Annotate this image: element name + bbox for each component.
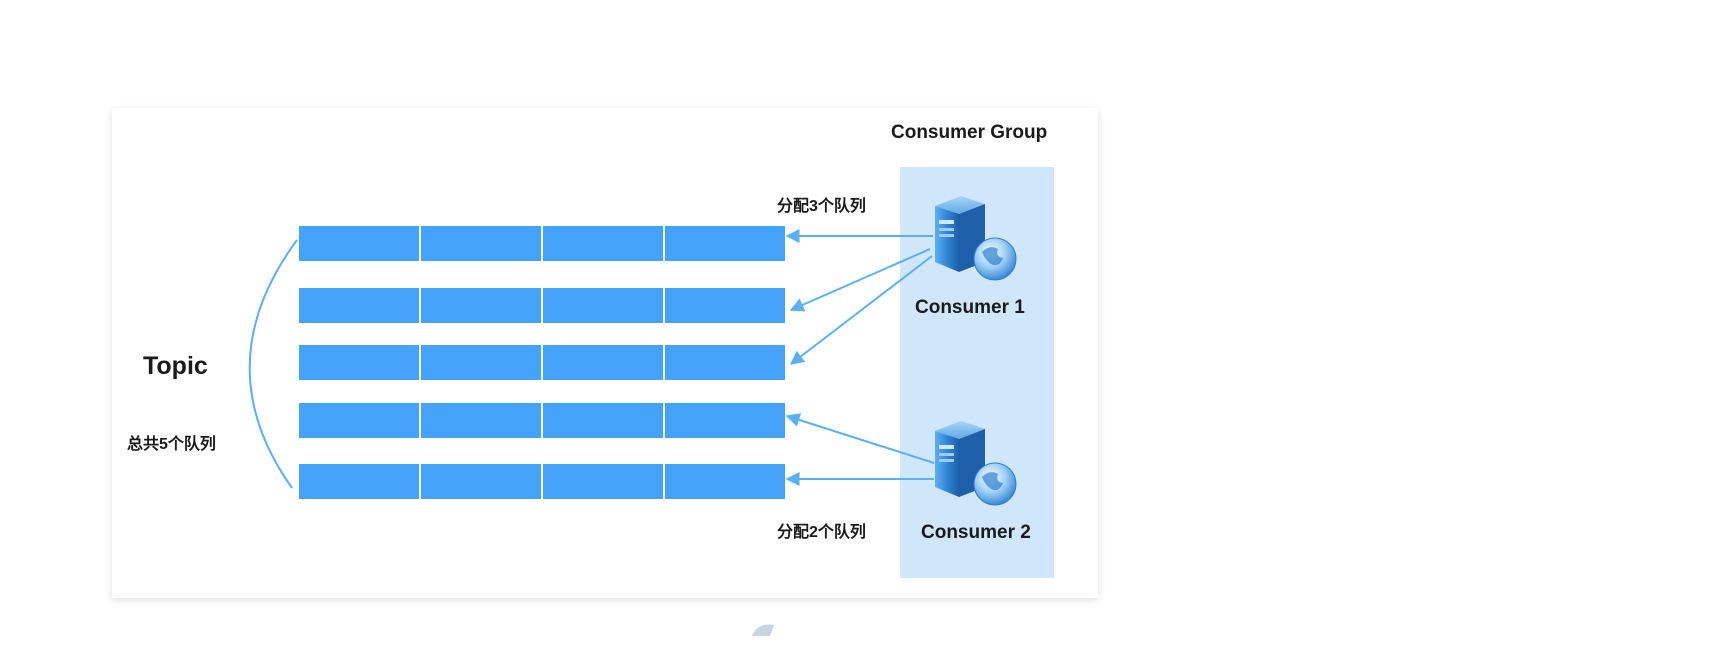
queue-segment [299, 403, 419, 438]
queue-segment [665, 464, 785, 499]
queue-row [299, 226, 785, 261]
assign-arrow-c2-q4 [785, 413, 935, 464]
queue-segment [421, 345, 541, 380]
consumer-2-name: Consumer 2 [921, 522, 1031, 543]
queue-segment [665, 226, 785, 261]
queue-row [299, 345, 785, 380]
globe-icon [973, 462, 1017, 506]
queue-row [299, 288, 785, 323]
total-queues-label: 总共5个队列 [127, 434, 216, 453]
consumer-group-label: Consumer Group [891, 122, 1047, 143]
consumer-1-assignment: 分配3个队列 [777, 196, 866, 215]
queue-segment [665, 288, 785, 323]
assign-arrow-c1-q3 [789, 255, 933, 365]
queue-segment [543, 464, 663, 499]
globe-icon [973, 237, 1017, 281]
queue-segment [421, 226, 541, 261]
queue-segment [543, 345, 663, 380]
server-icon [935, 196, 985, 272]
watermark-fragment [752, 624, 774, 636]
queue-row [299, 464, 785, 499]
queue-segment [421, 464, 541, 499]
queue-segment [543, 226, 663, 261]
queue-segment [421, 403, 541, 438]
topic-label: Topic [143, 352, 208, 380]
queue-segment [299, 345, 419, 380]
consumer-2-assignment: 分配2个队列 [777, 522, 866, 541]
queue-segment [665, 345, 785, 380]
queue-segment [665, 403, 785, 438]
queue-row [299, 403, 785, 438]
queue-segment [543, 403, 663, 438]
queue-segment [543, 288, 663, 323]
queue-segment [299, 288, 419, 323]
consumer-2: Consumer 2 分配2个队列 [777, 421, 1031, 543]
topic-bracket [248, 239, 298, 489]
consumer-1-name: Consumer 1 [915, 297, 1025, 318]
queue-segment [299, 226, 419, 261]
consumer-1: Consumer 1 分配3个队列 [777, 196, 1025, 318]
queue-list [299, 226, 785, 499]
queue-segment [299, 464, 419, 499]
assign-arrow-c1-q2 [789, 248, 931, 312]
queue-segment [421, 288, 541, 323]
